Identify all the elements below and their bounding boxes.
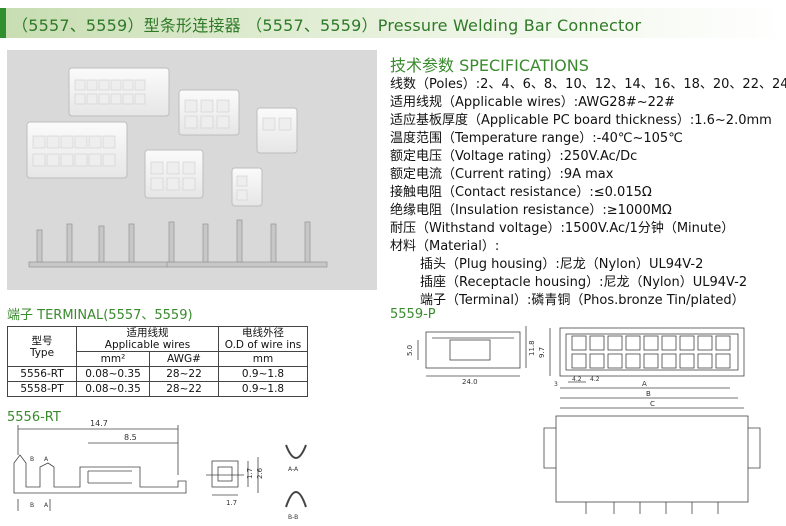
dim-5-0: 5.0 <box>406 345 414 356</box>
header-od-en: O.D of wire ins <box>224 339 302 351</box>
dim-1-7-side: 1.7 <box>246 468 254 479</box>
cell-type: 5558-PT <box>7 381 77 397</box>
label-b-bottom: B <box>30 502 34 509</box>
header-type-zh: 型号 <box>31 334 53 347</box>
header-od: 电线外径 O.D of wire ins <box>218 326 308 352</box>
label-a-bottom: A <box>44 502 49 509</box>
header-od-zh: 电线外径 <box>242 327 284 339</box>
cell-mm2: 0.08~0.35 <box>76 366 150 382</box>
terminal-section-title: 端子 TERMINAL(5557、5559) <box>7 308 193 323</box>
cell-awg: 28~22 <box>149 366 219 382</box>
dim-label-c: C <box>650 400 655 408</box>
dim-2-6: 2.6 <box>256 467 264 479</box>
label-a-left: A <box>44 456 49 463</box>
dim-24-0: 24.0 <box>462 378 478 386</box>
dim-8-5: 8.5 <box>124 433 137 442</box>
unit-awg: AWG# <box>149 351 219 367</box>
spec-current-rating: 额定电流（Current rating）:9A max <box>390 167 614 182</box>
header-wires-zh: 适用线规 <box>126 327 169 339</box>
specifications-title: 技术参数 SPECIFICATIONS <box>390 56 589 75</box>
label-section-a-a: A-A <box>288 466 299 473</box>
dim-label-b: B <box>646 390 651 398</box>
terminal-table: 型号 Type 适用线规 Applicable wires 电线外径 O.D o… <box>7 326 308 397</box>
spec-poles: 线数（Poles）:2、4、6、8、10、12、14、16、18、20、22、2… <box>390 77 786 92</box>
header-applicable-wires: 适用线规 Applicable wires <box>76 326 219 352</box>
table-row: 5556-RT 0.08~0.35 28~22 0.9~1.8 <box>7 366 308 382</box>
spec-terminal: 端子（Terminal）:磷青铜（Phos.bronze Tin/plated） <box>420 293 745 308</box>
spec-receptacle-housing: 插座（Receptacle housing）:尼龙（Nylon）UL94V-2 <box>420 275 748 290</box>
cell-awg: 28~22 <box>149 381 219 397</box>
dim-3: 3 <box>554 381 558 388</box>
dim-9-7: 9.7 <box>538 347 546 358</box>
table-row: 5558-PT 0.08~0.35 28~22 0.9~1.8 <box>7 381 308 397</box>
spec-contact-resistance: 接触电阻（Contact resistance）:≤0.015Ω <box>390 185 652 200</box>
cell-mm2: 0.08~0.35 <box>76 381 150 397</box>
cell-od: 0.9~1.8 <box>218 366 308 382</box>
dim-4-2-a: 4.2 <box>572 376 582 383</box>
title-banner <box>0 8 786 38</box>
p-housing-drawing: 5.0 11.8 24.0 9.7 4.2 4.2 3 A B C <box>406 326 761 514</box>
dim-label-a: A <box>642 380 647 388</box>
cell-od: 0.9~1.8 <box>218 381 308 397</box>
dim-1-7-bottom: 1.7 <box>226 499 237 507</box>
product-photo <box>7 50 377 290</box>
spec-withstand-voltage: 耐压（Withstand voltage）:1500V.Ac/1分钟（Minut… <box>390 221 735 236</box>
label-section-b-b: B-B <box>288 514 298 521</box>
header-type: 型号 Type <box>7 326 77 367</box>
spec-temperature-range: 温度范围（Temperature range）:-40℃~105℃ <box>390 131 683 146</box>
connector-illustration <box>26 67 328 268</box>
header-type-en: Type <box>29 346 55 359</box>
page-title: （5557、5559）型条形连接器 （5557、5559）Pressure We… <box>12 16 642 35</box>
cell-type: 5556-RT <box>7 366 77 382</box>
rt-drawing-title: 5556-RT <box>7 410 61 425</box>
spec-applicable-wires: 适用线规（Applicable wires）:AWG28#~22# <box>390 95 676 110</box>
header-wires-en: Applicable wires <box>104 339 191 351</box>
unit-mm: mm <box>218 351 308 367</box>
spec-plug-housing: 插头（Plug housing）:尼龙（Nylon）UL94V-2 <box>420 257 704 272</box>
p-drawing-title: 5559-P <box>390 307 436 322</box>
unit-mm2: mm² <box>76 351 150 367</box>
spec-pc-board-thickness: 适应基板厚度（Applicable PC board thickness）:1.… <box>390 113 772 128</box>
dim-11-8: 11.8 <box>528 340 536 356</box>
spec-material: 材料（Material）: <box>390 239 500 254</box>
spec-voltage-rating: 额定电压（Voltage rating）:250V.Ac/Dc <box>390 149 638 164</box>
rt-terminal-drawing: 14.7 8.5 1.7 1.7 2.6 B A B A A-A B-B <box>13 419 307 521</box>
dim-14-7: 14.7 <box>90 419 108 428</box>
label-b-left: B <box>30 456 34 463</box>
spec-insulation-resistance: 绝缘电阻（Insulation resistance）:≥1000MΩ <box>390 203 672 218</box>
dim-4-2-b: 4.2 <box>590 376 600 383</box>
